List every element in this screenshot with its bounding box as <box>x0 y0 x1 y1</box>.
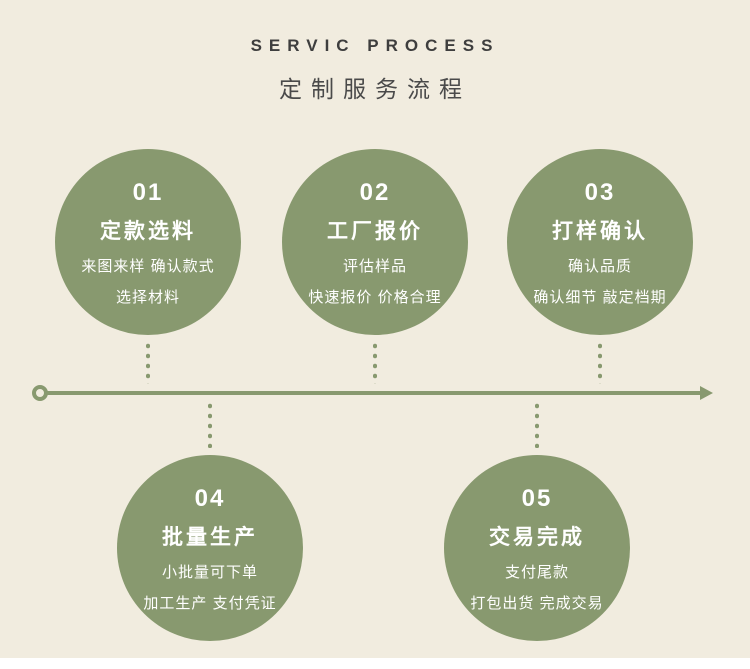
step-title: 批量生产 <box>162 526 258 549</box>
connector-dotted-step3 <box>598 342 602 384</box>
connector-dotted-step5 <box>535 402 539 448</box>
timeline-start-ring-icon <box>32 385 48 401</box>
step-number: 01 <box>132 179 164 206</box>
step-desc-line2: 快速报价 价格合理 <box>308 289 442 306</box>
step-circle-04: 04 批量生产 小批量可下单 加工生产 支付凭证 <box>117 455 303 641</box>
step-number: 04 <box>194 485 226 512</box>
step-desc-line1: 支付尾款 <box>504 564 569 581</box>
step-circle-03: 03 打样确认 确认品质 确认细节 敲定档期 <box>507 149 693 335</box>
step-desc-line1: 评估样品 <box>342 258 407 275</box>
step-number: 02 <box>359 179 391 206</box>
step-desc-line1: 来图来样 确认款式 <box>81 258 215 275</box>
step-desc-line1: 小批量可下单 <box>161 564 258 581</box>
step-desc-line1: 确认品质 <box>567 258 632 275</box>
step-desc-line2: 加工生产 支付凭证 <box>143 595 277 612</box>
bottom-white-strip <box>0 658 750 669</box>
connector-dotted-step4 <box>208 402 212 448</box>
step-title: 打样确认 <box>552 220 648 243</box>
step-desc-line2: 选择材料 <box>115 289 180 306</box>
step-circle-01: 01 定款选料 来图来样 确认款式 选择材料 <box>55 149 241 335</box>
diagram-header: SERVIC PROCESS 定制服务流程 <box>0 36 750 104</box>
title-chinese: 定制服务流程 <box>279 76 471 102</box>
step-number: 05 <box>521 485 553 512</box>
step-desc-line2: 打包出货 完成交易 <box>470 595 604 612</box>
title-english: SERVIC PROCESS <box>250 36 500 55</box>
step-circle-05: 05 交易完成 支付尾款 打包出货 完成交易 <box>444 455 630 641</box>
connector-dotted-step2 <box>373 342 377 384</box>
connector-dotted-step1 <box>146 342 150 384</box>
timeline-line <box>47 391 702 395</box>
step-title: 工厂报价 <box>327 220 423 243</box>
step-title: 定款选料 <box>100 220 196 243</box>
step-title: 交易完成 <box>489 526 585 549</box>
timeline-arrow-icon <box>700 386 713 400</box>
step-number: 03 <box>584 179 616 206</box>
step-desc-line2: 确认细节 敲定档期 <box>533 289 667 306</box>
step-circle-02: 02 工厂报价 评估样品 快速报价 价格合理 <box>282 149 468 335</box>
